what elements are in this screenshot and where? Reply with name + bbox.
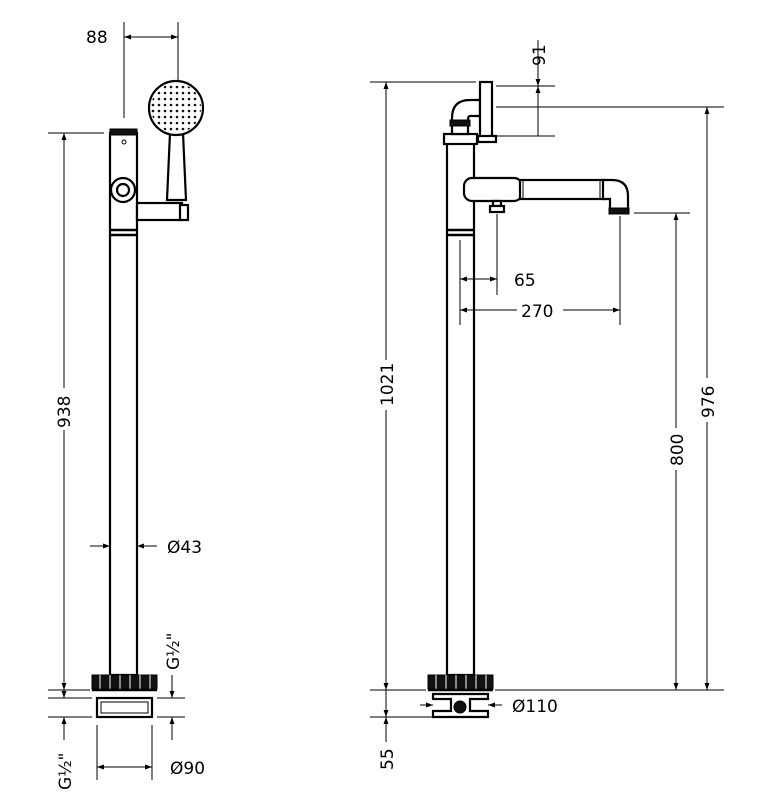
handshower-holder [135,201,184,222]
side-standpipe [445,138,476,677]
dim-holder-height: 91 [530,44,550,66]
top-cap [109,128,138,136]
valve-body [462,176,524,203]
dim-inlet-thread-left: G½" [56,753,76,790]
standpipe [108,131,139,677]
dim-spout-height: 976 [699,386,719,418]
handset-handle [165,131,188,202]
side-view: 91 1021 976 800 65 270 Ø110 [370,40,724,770]
dim-pipe-diameter: Ø43 [167,538,202,558]
dim-spout-outlet-height: 800 [668,434,688,466]
dim-handset-offset: 88 [86,28,108,48]
holder-plate [478,80,494,142]
dim-overall-height: 1021 [378,363,398,406]
dim-below-floor: 55 [378,748,398,770]
dim-spout-reach: 270 [521,302,553,322]
dim-inlet-thread-right: G½" [164,633,184,670]
floor-plate [95,696,154,719]
side-base-flange [427,674,494,690]
dim-base-diameter-right: Ø110 [512,697,558,717]
dim-valve-offset: 65 [514,271,536,291]
dim-base-diameter-left: Ø90 [170,759,205,779]
base-flange [91,674,158,690]
front-view: 88 938 Ø43 G½" G½" Ø90 [48,22,205,790]
spout [518,178,607,201]
dim-left-height: 938 [55,396,75,428]
holder-elbow [450,98,482,136]
